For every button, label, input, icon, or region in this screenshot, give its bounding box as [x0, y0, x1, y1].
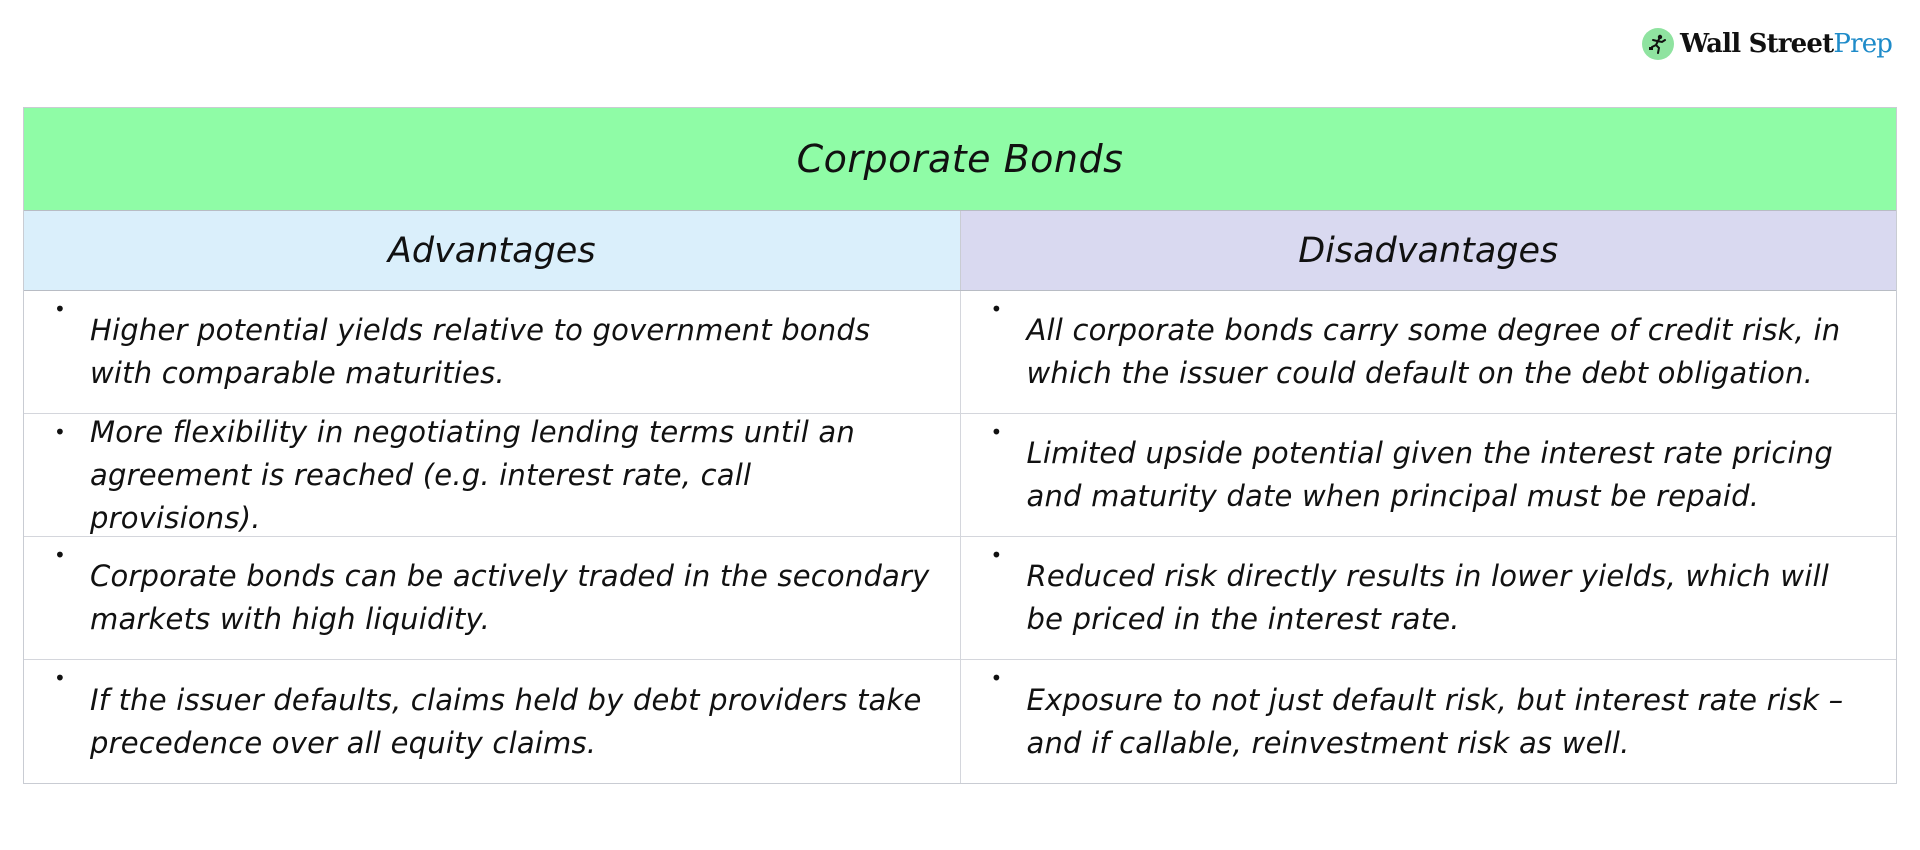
disadvantage-cell: • Limited upside potential given the int… — [961, 414, 1897, 536]
disadvantage-text: All corporate bonds carry some degree of… — [1026, 313, 1841, 390]
advantage-text: If the issuer defaults, claims held by d… — [90, 682, 922, 760]
disadvantage-text: Limited upside potential given the inter… — [1026, 436, 1833, 513]
disadvantage-cell: • Reduced risk directly results in lower… — [961, 537, 1897, 659]
table-row: • More flexibility in negotiating lendin… — [24, 414, 1896, 537]
table-row: • Higher potential yields relative to go… — [24, 291, 1896, 414]
advantage-cell: • If the issuer defaults, claims held by… — [24, 660, 961, 783]
advantages-header: Advantages — [24, 211, 961, 290]
advantage-cell: • More flexibility in negotiating lendin… — [24, 414, 961, 536]
table-row: • Corporate bonds can be actively traded… — [24, 537, 1896, 660]
disadvantage-text: Reduced risk directly results in lower y… — [1026, 559, 1829, 636]
table-row: • If the issuer defaults, claims held by… — [24, 660, 1896, 783]
bullet-icon: • — [990, 543, 1003, 567]
bullet-icon: • — [990, 666, 1003, 690]
bullet-icon: • — [54, 543, 66, 567]
advantage-text: More flexibility in negotiating lending … — [90, 414, 855, 535]
disadvantage-cell: • All corporate bonds carry some degree … — [961, 291, 1897, 413]
bullet-icon: • — [990, 297, 1003, 321]
advantage-text: Corporate bonds can be actively traded i… — [90, 559, 930, 636]
advantage-cell: • Higher potential yields relative to go… — [24, 291, 961, 413]
disadvantage-text: Exposure to not just default risk, but i… — [1026, 682, 1844, 760]
table-header-row: Advantages Disadvantages — [24, 211, 1896, 291]
table-title: Corporate Bonds — [796, 137, 1124, 181]
logo-text: Wall StreetPrep — [1680, 29, 1893, 59]
disadvantages-header: Disadvantages — [960, 211, 1896, 290]
bullet-icon: • — [54, 297, 66, 321]
advantage-cell: • Corporate bonds can be actively traded… — [24, 537, 961, 659]
bullet-icon: • — [54, 420, 66, 444]
bullet-icon: • — [990, 420, 1003, 444]
table-title-row: Corporate Bonds — [24, 108, 1896, 211]
wall-street-prep-logo: Wall StreetPrep — [1642, 26, 1893, 62]
disadvantage-cell: • Exposure to not just default risk, but… — [961, 660, 1897, 783]
bullet-icon: • — [54, 666, 66, 690]
corporate-bonds-table: Corporate Bonds Advantages Disadvantages… — [23, 107, 1897, 784]
running-businessman-icon — [1642, 28, 1674, 60]
advantage-text: Higher potential yields relative to gove… — [90, 313, 871, 390]
